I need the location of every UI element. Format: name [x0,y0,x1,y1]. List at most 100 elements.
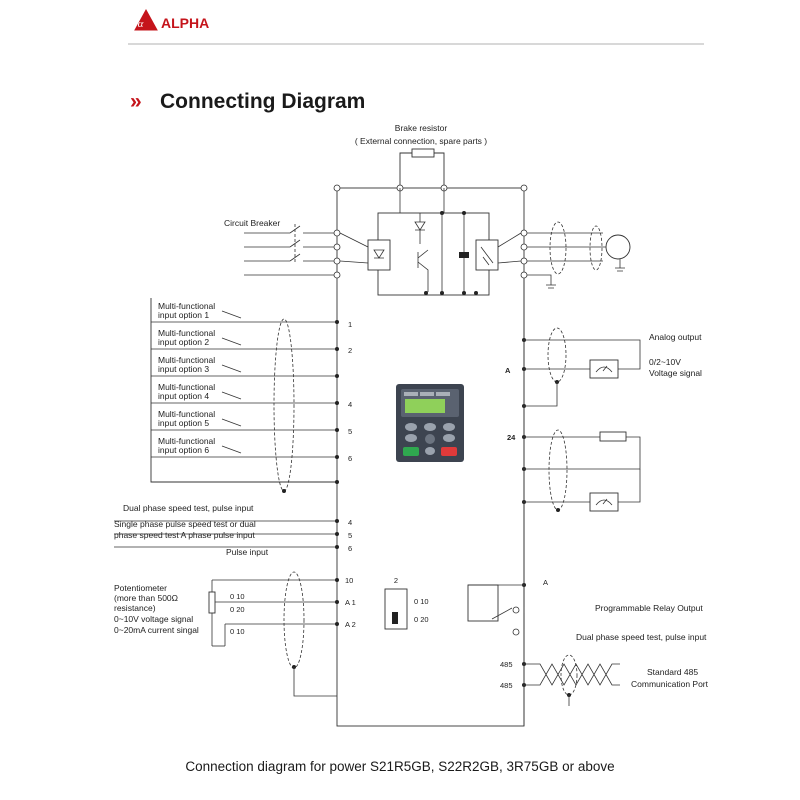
single-phase-label-1: Single phase pulse speed test or dual [114,519,256,529]
keypad-key [443,434,455,442]
input-option-2-line2: input option 2 [158,337,209,347]
potentiometer-icon [208,591,216,614]
motor-icon [605,234,631,260]
terminal-485-minus: 485 [500,681,513,690]
pulse-output-shield [548,429,568,511]
power-stage [377,212,490,296]
circuit-breaker [244,224,337,276]
terminal-5: 5 [348,427,352,436]
diagram-caption: Connection diagram for power S21R5GB, S2… [185,759,614,774]
brake-transistor-icon [417,249,429,292]
potentiometer-sub2: resistance) [114,603,156,613]
terminal-24: 24 [507,433,516,442]
brake-resistor [411,148,435,158]
terminal-pulse-4: 4 [348,518,352,527]
relay-output-label: Programmable Relay Output [595,603,703,613]
rectifier-block [367,239,391,271]
potentiometer-sub1: (more than 500Ω [114,593,178,603]
single-phase-label-2: phase speed test A phase pulse input [114,530,255,540]
page-title: Connecting Diagram [160,90,365,113]
input-option-1-line2: input option 1 [158,310,209,320]
analog-input-wiring [208,571,339,697]
switch-option-2: 0 20 [414,615,429,624]
analog-output-label: Analog output [649,332,702,342]
ground-icon [546,284,556,289]
right-dual-phase-label: Dual phase speed test, pulse input [576,632,707,642]
keypad-key [425,447,435,455]
range-0-20: 0 20 [230,605,245,614]
keypad-key [424,423,436,431]
range-0-10-a: 0 10 [230,592,245,601]
brand-logo: α ALPHA [134,8,209,31]
input-option-6-line1: Multi-functional [158,436,215,446]
analog-output-shield [547,327,567,383]
circuit-breaker-label: Circuit Breaker [224,218,280,228]
keypad-dial [425,434,435,444]
keypad-panel [396,384,464,462]
terminal-6: 6 [348,454,352,463]
brand-name: ALPHA [161,15,209,31]
terminal-1: 1 [348,320,352,329]
dual-phase-label: Dual phase speed test, pulse input [123,503,254,513]
analog-input-shield [283,571,305,669]
terminal-2: 2 [348,346,352,355]
brake-resistor-label: Brake resistor [395,123,448,133]
rs485-shield [560,654,578,696]
input-options [150,298,337,493]
input-option-6-line2: input option 6 [158,445,209,455]
input-terminal-nodes [335,320,339,484]
output-shield [549,221,567,275]
motor-ground-icon [615,267,625,272]
pulse-meter-icon [589,492,619,512]
relay-output [467,583,526,636]
brake-diode-icon [414,221,426,231]
rs485-label: Standard 485 [647,667,698,677]
terminal-10: 10 [345,576,353,585]
input-option-1-line1: Multi-functional [158,301,215,311]
voltage-range-label: 0/2~10V [649,357,681,367]
logo-glyph: α [138,18,144,30]
dc-capacitor [459,252,469,258]
input-shield [273,318,295,492]
rs485-wiring [522,654,620,706]
terminal-4: 4 [348,400,352,409]
pulse-input-label: Pulse input [226,547,269,557]
rs485-sub-label: Communication Port [631,679,709,689]
pulse-output-wiring [522,429,641,512]
brake-wire-left [399,152,412,188]
keypad-key [405,423,417,431]
terminal-485-plus: 485 [500,660,513,669]
pull-up-resistor [599,431,627,442]
input-option-4-line1: Multi-functional [158,382,215,392]
title-marker: » [130,90,142,113]
analog-output-wiring [522,327,641,408]
switch-number: 2 [394,576,398,585]
keypad-stop-key [441,447,457,456]
terminal-a2: A 2 [345,620,356,629]
keypad-key [443,423,455,431]
potentiometer-label: Potentiometer [114,583,167,593]
terminal-pulse-5: 5 [348,531,352,540]
input-option-2-line1: Multi-functional [158,328,215,338]
input-option-5-line2: input option 5 [158,418,209,428]
range-0-10-b: 0 10 [230,627,245,636]
terminal-a1: A 1 [345,598,356,607]
switch-option-1: 0 10 [414,597,429,606]
input-option-3-line1: Multi-functional [158,355,215,365]
alpha-logo-icon [134,8,158,31]
keypad-key [405,434,417,442]
voltage-signal-out-label: Voltage signal [649,368,702,378]
terminal-pulse-6: 6 [348,544,352,553]
voltage-signal-label: 0~10V voltage signal [114,614,193,624]
input-option-4-line2: input option 4 [158,391,209,401]
signal-switch [384,588,408,630]
current-signal-label: 0~20mA current singal [114,625,199,635]
igbt-icon [480,246,494,266]
keypad-run-key [403,447,419,456]
relay-coil-loop [467,584,499,622]
terminal-ao-a: A [505,366,511,375]
brake-wire-right [434,152,445,188]
relay-terminal-a: A [543,578,548,587]
input-option-3-line2: input option 3 [158,364,209,374]
